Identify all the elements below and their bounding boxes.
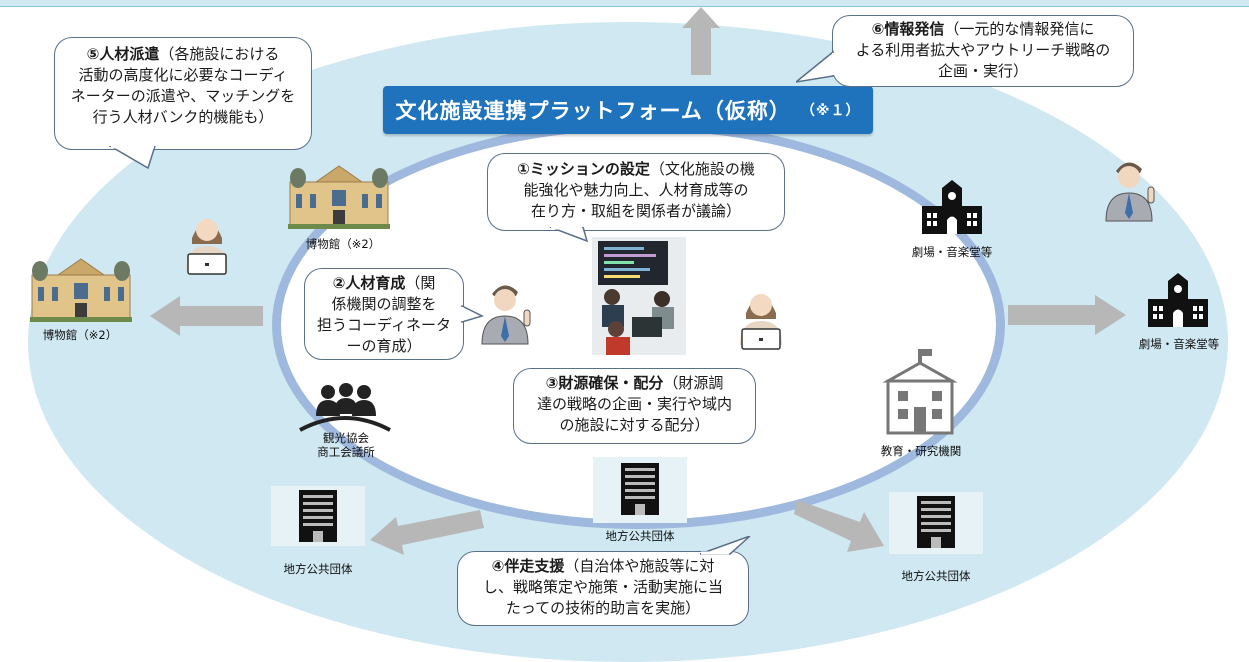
hr-heading: ②人材育成	[332, 274, 406, 292]
mission-text-2: 能強化や魅力向上、人材育成等の	[523, 181, 749, 199]
hr-text-2: 係機関の調整を	[331, 295, 437, 313]
platform-banner: 文化施設連携プラットフォーム（仮称） （※１）	[383, 86, 873, 134]
support-text-3: たっての技術的助言を実施）	[505, 599, 701, 617]
businessman-icon	[481, 285, 531, 345]
theater-building-icon	[922, 180, 982, 234]
support-tail	[699, 536, 751, 555]
hr-text-1: （関	[405, 274, 436, 292]
outreach-text-3: 企画・実行）	[937, 62, 1028, 80]
platform-title: 文化施設連携プラットフォーム（仮称）	[395, 99, 791, 123]
office-building-icon	[593, 457, 687, 523]
tourism-label-line1: 観光協会	[323, 431, 369, 445]
group-people-icon	[299, 383, 391, 432]
person-laptop-icon	[186, 219, 228, 275]
callout-support: ④伴走支援（自治体や施設等に対 し、戦略策定や施策・活動実施に当 たっての技術的…	[457, 551, 749, 626]
arrow-up	[682, 7, 720, 75]
school-building-icon	[882, 349, 958, 435]
support-text-1: （自治体や施設等に対	[564, 557, 715, 575]
funding-text-1: （財源調	[663, 374, 724, 392]
platform-note: （※１）	[800, 103, 861, 119]
support-text-2: し、戦略策定や施策・活動実施に当	[482, 578, 723, 596]
theater-building-icon	[1148, 273, 1208, 327]
local-gov-right-label: 地方公共団体	[901, 569, 971, 583]
businessman-icon	[1105, 162, 1155, 222]
callout-mission: ①ミッションの設定（文化施設の機 能強化や魅力向上、人材育成等の 在り方・取組を…	[487, 153, 785, 231]
support-heading: ④伴走支援	[491, 557, 565, 575]
callout-outreach: ⑥情報発信（一元的な情報発信に よる利用者拡大やアウトリーチ戦略の 企画・実行）	[832, 15, 1134, 87]
dispatch-text-1: （各施設における	[159, 45, 280, 63]
outreach-text-1: （一元的な情報発信に	[944, 20, 1095, 38]
dispatch-tail	[108, 146, 156, 170]
funding-text-2: 達の戦略の企画・実行や域内	[536, 395, 732, 413]
education-label: 教育・研究機関	[880, 444, 962, 458]
outreach-text-2: よる利用者拡大やアウトリーチ戦略の	[855, 41, 1111, 59]
arrow-left	[150, 296, 263, 336]
top-divider	[0, 0, 1249, 7]
mission-text-1: （文化施設の機	[649, 160, 755, 178]
tourism-label-line2: 商工会議所	[317, 445, 375, 459]
local-gov-left-label: 地方公共団体	[283, 562, 353, 576]
hr-text-3: 担うコーディネータ	[317, 316, 451, 334]
local-gov-center-label: 地方公共団体	[605, 529, 675, 543]
dispatch-text-2: 活動の高度化に必要なコーディ	[78, 66, 288, 84]
dispatch-text-3: ネーターの派遣や、マッチングを	[70, 87, 296, 105]
callout-funding: ③財源確保・配分（財源調 達の戦略の企画・実行や域内 の施設に対する配分）	[513, 368, 756, 444]
museum-inner-label: 博物館（※2）	[305, 237, 381, 251]
hr-tail	[460, 304, 485, 324]
funding-text-3: の施設に対する配分）	[559, 416, 710, 434]
outreach-tail	[796, 50, 835, 83]
mission-text-3: 在り方・取組を関係者が議論）	[530, 202, 741, 220]
funding-heading: ③財源確保・配分	[545, 374, 664, 392]
office-building-icon	[271, 486, 365, 546]
arrow-right	[1008, 295, 1126, 335]
museum-building-icon	[288, 165, 390, 229]
museum-outer-label: 博物館（※2）	[42, 328, 118, 342]
theater-inner-label: 劇場・音楽堂等	[911, 245, 993, 259]
office-building-icon	[889, 492, 983, 554]
arrows-layer	[150, 7, 1126, 555]
dispatch-heading: ⑤人材派遣	[86, 45, 160, 63]
person-laptop-icon	[740, 294, 782, 350]
arrow-bottom-right	[794, 500, 884, 552]
meeting-photo-icon	[592, 237, 686, 355]
mission-tail	[549, 227, 589, 243]
callout-dispatch: ⑤人材派遣（各施設における 活動の高度化に必要なコーディ ネーターの派遣や、マッ…	[54, 37, 312, 150]
theater-outer-label: 劇場・音楽堂等	[1138, 337, 1220, 351]
arrow-bottom-left	[370, 510, 484, 555]
hr-text-4: ーの育成）	[346, 337, 422, 355]
tourism-label: 観光協会 商工会議所	[303, 431, 389, 459]
dispatch-text-4: 行う人材バンク的機能も）	[92, 108, 274, 126]
mission-heading: ①ミッションの設定	[517, 160, 650, 178]
outreach-heading: ⑥情報発信	[871, 20, 945, 38]
callout-hr-training: ②人材育成（関 係機関の調整を 担うコーディネータ ーの育成）	[304, 268, 464, 360]
museum-building-icon	[30, 258, 132, 322]
